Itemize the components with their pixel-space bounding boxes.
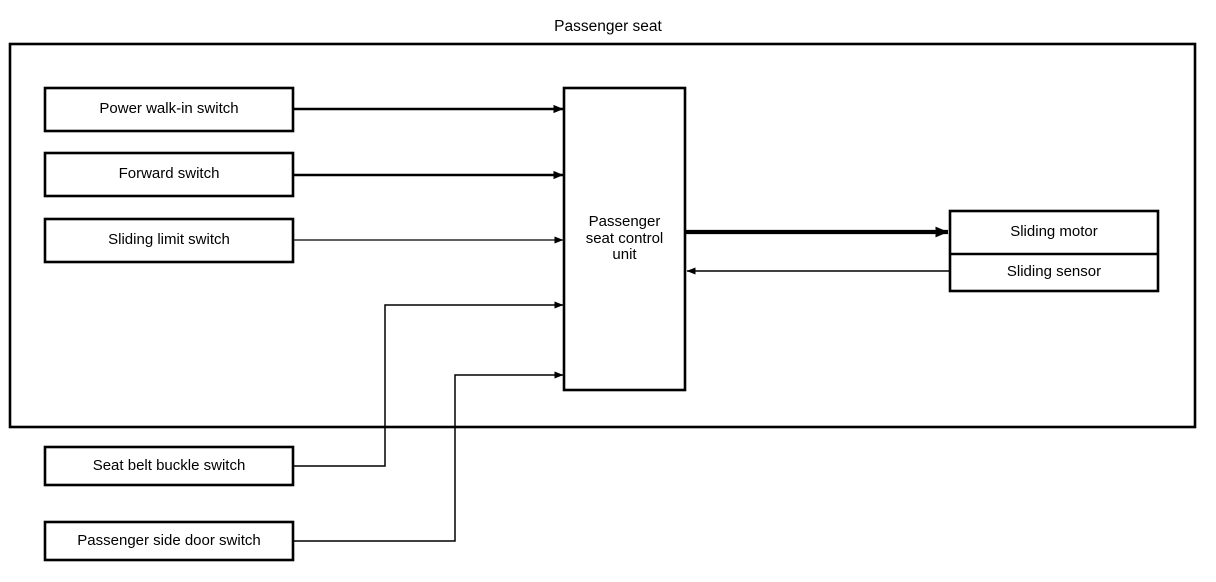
wire-seat-belt-buckle-switch [293, 301, 564, 467]
box-passenger-side-door-switch [43, 520, 295, 562]
box-sliding-motor-sensor [948, 209, 1160, 293]
wire-passenger-side-door-switch [293, 371, 564, 542]
box-seat-belt-buckle-switch [43, 445, 295, 487]
box-power-walk-in-switch [43, 86, 295, 133]
box-passenger-seat-control-unit [562, 86, 687, 392]
box-forward-switch [43, 151, 295, 198]
box-sliding-limit-switch [43, 217, 295, 264]
passenger-seat-container [8, 42, 1197, 429]
